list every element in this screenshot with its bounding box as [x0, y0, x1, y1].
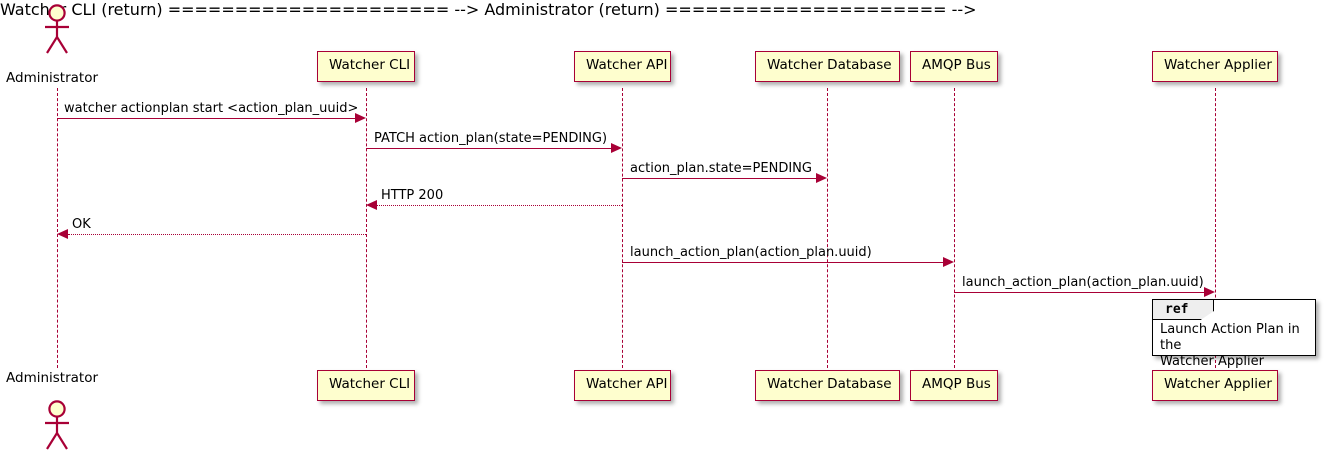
message-line-watcher-actionplan-start: [57, 118, 356, 119]
arrowhead-left-icon: [366, 200, 377, 210]
message-label-patch-action-plan: PATCH action_plan(state=PENDING): [374, 131, 608, 146]
participant-watcher-applier-bottom[interactable]: Watcher Applier: [1152, 370, 1278, 401]
ref-fragment-tab-label: ref: [1165, 302, 1189, 317]
ref-fragment-body: Launch Action Plan in the Watcher Applie…: [1160, 322, 1316, 370]
message-line-action-plan-state-pending: [622, 178, 817, 179]
message-label-http-200: HTTP 200: [381, 188, 444, 203]
ref-fragment-tab: [1153, 300, 1214, 320]
participant-watcher-applier-top[interactable]: Watcher Applier: [1152, 51, 1278, 82]
stick-figure-icon: [45, 4, 69, 54]
message-label-ok: OK: [72, 217, 91, 232]
lifeline-amqp-bus: [954, 88, 955, 368]
message-line-patch-action-plan: [366, 148, 612, 149]
participant-watcher-cli-bottom[interactable]: Watcher CLI: [317, 370, 415, 401]
message-label-action-plan-state-pending: action_plan.state=PENDING: [630, 161, 812, 176]
message-line-http-200: [377, 205, 622, 206]
arrowhead-right-icon: [355, 113, 366, 123]
message-label-launch-action-plan-applier: launch_action_plan(action_plan.uuid): [962, 275, 1204, 290]
actor-administrator-top: [40, 4, 74, 56]
arrowhead-left-icon: [57, 229, 68, 239]
lifeline-watcher-database: [827, 88, 828, 368]
message-label-launch-action-plan-amqp: launch_action_plan(action_plan.uuid): [630, 245, 872, 260]
participant-amqp-bus-top[interactable]: AMQP Bus: [910, 51, 998, 82]
message-line-ok: [68, 234, 366, 235]
participant-amqp-bus-bottom[interactable]: AMQP Bus: [910, 370, 998, 401]
actor-administrator-bottom: [40, 400, 74, 452]
lifeline-administrator: [57, 88, 58, 368]
arrowhead-right-icon: [943, 257, 954, 267]
ref-fragment-line-2: Watcher Applier: [1160, 354, 1264, 369]
ref-fragment[interactable]: ref Launch Action Plan in the Watcher Ap…: [1152, 299, 1316, 369]
actor-label-administrator-bottom: Administrator: [6, 370, 99, 386]
ref-fragment-line-1: Launch Action Plan in the: [1160, 322, 1300, 353]
participant-watcher-api-bottom[interactable]: Watcher API: [574, 370, 671, 401]
participant-watcher-database-top[interactable]: Watcher Database: [755, 51, 900, 82]
message-line-launch-action-plan-applier: [954, 292, 1205, 293]
lifeline-watcher-cli: [366, 88, 367, 368]
participant-watcher-database-bottom[interactable]: Watcher Database: [755, 370, 900, 401]
message-label-watcher-actionplan-start: watcher actionplan start <action_plan_uu…: [64, 101, 359, 116]
arrowhead-right-icon: [611, 143, 622, 153]
actor-label-administrator-top: Administrator: [6, 70, 99, 86]
arrowhead-right-icon: [816, 173, 827, 183]
participant-watcher-api-top[interactable]: Watcher API: [574, 51, 671, 82]
stick-figure-icon: [45, 400, 69, 450]
lifeline-watcher-applier: [1215, 88, 1216, 368]
message-line-launch-action-plan-amqp: [622, 262, 944, 263]
arrowhead-right-icon: [1204, 287, 1215, 297]
participant-watcher-cli-top[interactable]: Watcher CLI: [317, 51, 415, 82]
lifeline-watcher-api: [622, 88, 623, 368]
